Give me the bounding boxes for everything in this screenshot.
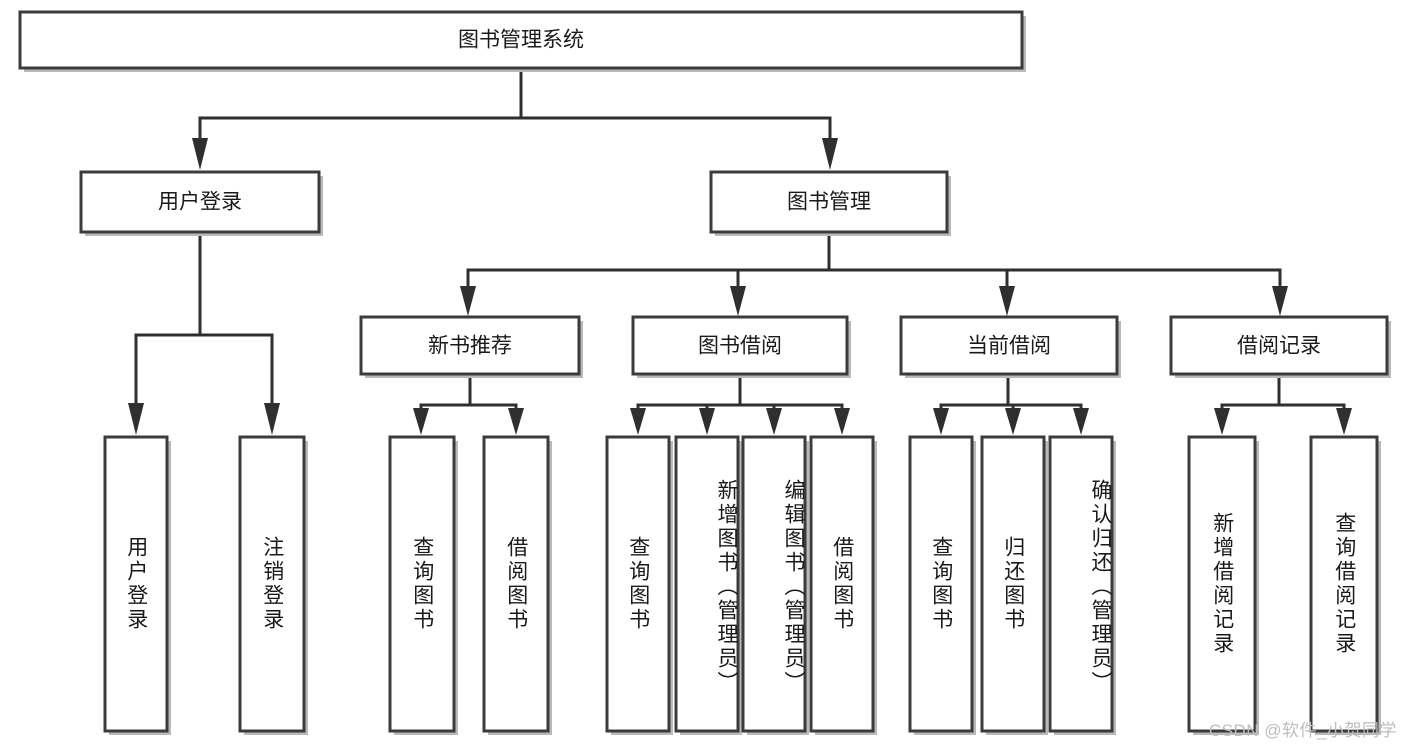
- leaf-node-add-book-admin[interactable]: [674, 435, 742, 735]
- node-borrow-record-label: 借阅记录: [1237, 335, 1321, 358]
- node-user-login[interactable]: 用户登录: [79, 170, 323, 236]
- node-book-borrow-label: 图书借阅: [698, 335, 782, 358]
- leaf-node-query-book-cb[interactable]: [908, 435, 976, 735]
- leaf-node-edit-book-admin[interactable]: [741, 435, 809, 735]
- node-current-borrow-label: 当前借阅: [967, 335, 1051, 358]
- node-root-label: 图书管理系统: [458, 29, 584, 52]
- arrow-borrow-record: [1272, 286, 1288, 316]
- arrow-nbr-leaf2: [508, 408, 524, 435]
- arrow-br-leaf2: [1336, 408, 1352, 435]
- arrow-book-manage: [822, 138, 838, 170]
- connector-layer: [128, 66, 1352, 435]
- arrow-nbr-leaf1: [413, 408, 429, 435]
- leaf-node-return-book[interactable]: [980, 435, 1048, 735]
- leaf-node-add-borrow-record[interactable]: [1187, 435, 1259, 735]
- arrow-user-login: [192, 138, 208, 170]
- leaf-node-query-book-nbr[interactable]: [388, 435, 458, 735]
- leaf-node-query-book-bb[interactable]: [605, 435, 673, 735]
- node-borrow-record[interactable]: 借阅记录: [1169, 315, 1391, 378]
- leaf-node-query-borrow-record[interactable]: [1309, 435, 1381, 735]
- node-book-borrow[interactable]: 图书借阅: [631, 315, 851, 378]
- node-book-management[interactable]: 图书管理: [709, 170, 951, 236]
- arrow-cb-leaf3: [1073, 408, 1089, 435]
- leaf-node-user-login[interactable]: [103, 435, 171, 735]
- leaf-node-confirm-return-admin[interactable]: [1048, 435, 1116, 735]
- arrow-br-leaf1: [1214, 408, 1230, 435]
- arrow-leaf-logout: [264, 403, 280, 435]
- node-book-management-label: 图书管理: [787, 191, 871, 214]
- node-user-login-label: 用户登录: [158, 191, 242, 214]
- leaf-node-logout[interactable]: [238, 435, 308, 735]
- arrow-cb-leaf1: [933, 408, 949, 435]
- leaf-node-borrow-book-nbr[interactable]: [482, 435, 552, 735]
- leaf-node-borrow-book-bb[interactable]: [809, 435, 877, 735]
- arrow-new-book-rec: [460, 286, 476, 316]
- node-new-book-recommend[interactable]: 新书推荐: [359, 315, 583, 378]
- node-new-book-recommend-label: 新书推荐: [428, 335, 512, 358]
- node-root[interactable]: 图书管理系统: [18, 10, 1026, 72]
- arrow-bb-leaf4: [834, 408, 850, 435]
- arrow-bb-leaf3: [766, 408, 782, 435]
- arrow-bb-leaf1: [630, 408, 646, 435]
- csdn-watermark: CSDN @软件_小贺同学: [1208, 721, 1397, 740]
- node-current-borrow[interactable]: 当前借阅: [899, 315, 1121, 378]
- arrow-book-borrow: [730, 286, 746, 316]
- arrow-leaf-user-login: [128, 403, 144, 435]
- arrow-cb-leaf2: [1005, 408, 1021, 435]
- arrow-bb-leaf2: [699, 408, 715, 435]
- arrow-current-borrow: [999, 286, 1015, 316]
- leaf-box-layer: [103, 435, 1381, 735]
